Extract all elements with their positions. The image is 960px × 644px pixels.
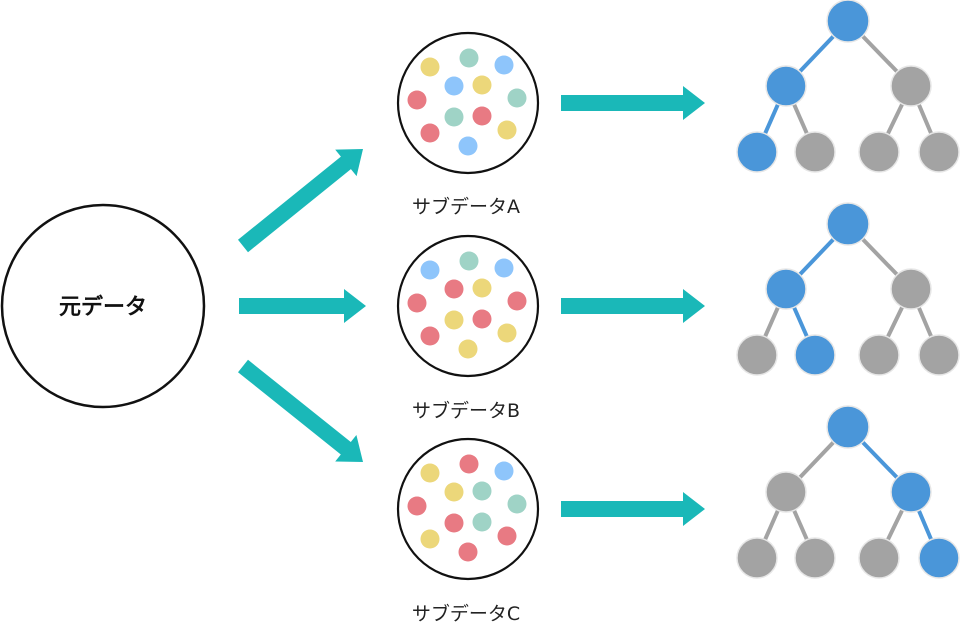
source-data-node: 元データ: [0, 203, 206, 409]
train-arrow: [561, 289, 705, 323]
subset-dots: [407, 454, 527, 562]
tree-node-active: [736, 131, 778, 173]
data-point-red: [444, 513, 464, 533]
data-point-yellow: [497, 120, 517, 140]
subset-b: サブデータB: [396, 202, 960, 422]
data-point-blue: [494, 461, 514, 481]
tree-node: [890, 65, 932, 107]
subset-dots: [407, 48, 527, 156]
tree-node: [858, 131, 900, 173]
data-point-red: [497, 526, 517, 546]
train-arrow-shape: [561, 492, 705, 526]
train-arrow: [561, 86, 705, 120]
tree-node: [736, 334, 778, 376]
source-circle: [0, 203, 206, 409]
train-arrow: [561, 492, 705, 526]
tree-node-active: [890, 471, 932, 513]
data-point-red: [472, 309, 492, 329]
data-point-blue: [444, 76, 464, 96]
data-point-red: [407, 496, 427, 516]
arrow-to-subset-a: [238, 149, 363, 253]
split-arrows: [238, 149, 366, 462]
subset-dots: [407, 251, 527, 359]
data-point-yellow: [472, 75, 492, 95]
arrow-to-subset-b: [239, 289, 366, 323]
tree-node: [794, 131, 836, 173]
tree-node: [918, 334, 960, 376]
data-point-yellow: [497, 323, 517, 343]
subset-label: サブデータA: [412, 195, 520, 218]
data-point-red: [458, 542, 478, 562]
subset-c: サブデータC: [396, 405, 960, 625]
data-point-red: [444, 279, 464, 299]
decision-tree: [736, 405, 960, 579]
decision-tree: [736, 202, 960, 376]
data-point-blue: [458, 136, 478, 156]
subset-a: サブデータA: [396, 0, 960, 218]
data-point-yellow: [420, 57, 440, 77]
data-point-yellow: [458, 339, 478, 359]
subset-label: サブデータB: [412, 399, 520, 422]
arrow-to-subset-c: [238, 359, 363, 462]
source-label: 元データ: [59, 294, 147, 320]
tree-node: [736, 537, 778, 579]
data-point-yellow: [444, 482, 464, 502]
subset-label: サブデータC: [412, 602, 520, 625]
tree-node: [918, 131, 960, 173]
data-point-blue: [494, 258, 514, 278]
tree-node-active: [826, 405, 870, 449]
data-point-yellow: [420, 529, 440, 549]
train-arrow-shape: [561, 289, 705, 323]
data-point-red: [507, 291, 527, 311]
tree-node: [765, 471, 807, 513]
data-point-red: [459, 454, 479, 474]
data-point-teal: [459, 251, 479, 271]
tree-node: [794, 537, 836, 579]
data-point-teal: [459, 48, 479, 68]
data-point-blue: [420, 260, 440, 280]
tree-node: [858, 334, 900, 376]
tree-node: [890, 268, 932, 310]
subsets-group: サブデータA サブデータB サブデータC: [396, 0, 960, 625]
data-point-red: [472, 106, 492, 126]
tree-node-active: [826, 0, 870, 43]
tree-node-active: [826, 202, 870, 246]
data-point-teal: [507, 494, 527, 514]
data-point-red: [407, 90, 427, 110]
data-point-teal: [444, 107, 464, 127]
data-point-red: [420, 326, 440, 346]
data-point-red: [407, 293, 427, 313]
tree-node-active: [918, 537, 960, 579]
data-point-yellow: [444, 310, 464, 330]
data-point-red: [420, 123, 440, 143]
decision-tree: [736, 0, 960, 173]
data-point-teal: [472, 481, 492, 501]
train-arrow-shape: [561, 86, 705, 120]
tree-node-active: [765, 65, 807, 107]
tree-node-active: [765, 268, 807, 310]
tree-node: [858, 537, 900, 579]
data-point-yellow: [420, 463, 440, 483]
data-point-yellow: [472, 278, 492, 298]
data-point-blue: [494, 55, 514, 75]
data-point-teal: [472, 512, 492, 532]
data-point-teal: [507, 88, 527, 108]
tree-node-active: [794, 334, 836, 376]
